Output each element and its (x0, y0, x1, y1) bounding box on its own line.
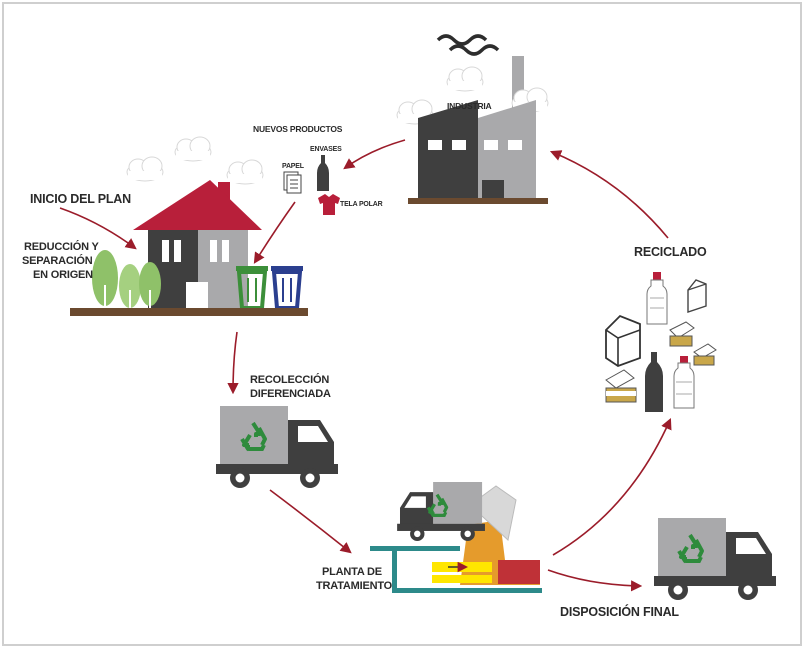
bottle-icon (673, 356, 695, 409)
trash-bin-icon (236, 266, 268, 310)
tree-icon (92, 250, 118, 309)
arrow-plant-to-disposal (547, 569, 643, 592)
factory-icon: INDUSTRIA (396, 34, 549, 204)
arrow-products-to-house (253, 201, 296, 264)
tree-icon (119, 264, 141, 309)
carton-icon (687, 279, 707, 313)
cycle-arrows (59, 139, 672, 592)
can-icon (693, 343, 717, 366)
arrow-collection-to-plant (269, 489, 352, 554)
arrow-recycling-to-industry (549, 150, 669, 239)
label-industria: INDUSTRIA (447, 101, 492, 111)
truck-icon (397, 482, 485, 542)
label-recoleccion-line2: DIFERENCIADA (250, 388, 331, 400)
truck-icon (654, 518, 776, 600)
trash-bin-icon (271, 266, 303, 310)
new-products-group: NUEVOS PRODUCTOS ENVASES PAPEL TELA POLA… (253, 124, 383, 215)
can-icon (605, 369, 637, 403)
tree-icon (139, 262, 161, 309)
label-planta-line1: PLANTA DE (322, 566, 382, 578)
label-reduccion-line1: REDUCCIÓN Y (24, 240, 99, 253)
label-envases: ENVASES (310, 146, 342, 153)
label-recoleccion-line1: RECOLECCIÓN (250, 373, 329, 386)
can-icon (669, 321, 695, 347)
label-papel: PAPEL (282, 163, 305, 170)
carton-icon (605, 314, 641, 368)
arrow-house-to-collection (227, 331, 239, 395)
label-nuevos-productos: NUEVOS PRODUCTOS (253, 124, 343, 134)
ground-strip (70, 308, 308, 316)
label-reduccion-line2: SEPARACIÓN (22, 254, 93, 267)
truck-icon (216, 406, 338, 488)
recycled-items-group (605, 272, 717, 412)
bottle-icon (317, 155, 329, 191)
label-disposicion-final: DISPOSICIÓN FINAL (560, 604, 679, 619)
arrow-start-to-house (59, 207, 137, 250)
label-reduccion-line3: EN ORIGEN (33, 269, 93, 281)
label-reciclado: RECICLADO (634, 245, 707, 259)
bottle-icon (646, 272, 668, 325)
paper-icon (283, 171, 302, 194)
label-tela-polar: TELA POLAR (340, 201, 383, 208)
arrow-industry-to-products (343, 139, 406, 170)
bottle-icon (645, 352, 663, 412)
shirt-icon (318, 194, 340, 215)
label-planta-line2: TRATAMIENTO (316, 580, 393, 592)
trees-group (92, 250, 161, 309)
label-inicio-plan: INICIO DEL PLAN (30, 192, 131, 206)
arrow-plant-to-recycling (552, 417, 672, 556)
smoke-icon (436, 34, 488, 46)
